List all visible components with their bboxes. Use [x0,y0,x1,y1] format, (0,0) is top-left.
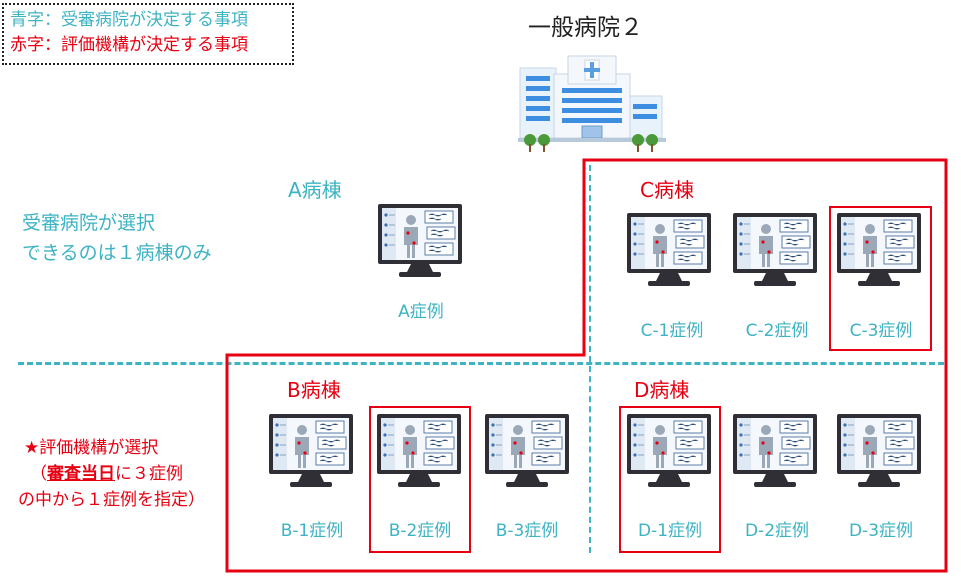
case-b1-label: B-1症例 [280,521,344,541]
hospital-choice-note-line1: 受審病院が選択 [22,212,156,234]
case-a-label: A症例 [398,302,444,322]
monitor-c1-icon [626,212,712,288]
selection-box-c3 [829,206,932,351]
monitor-c3-icon [836,212,922,288]
monitor-d2-icon [732,413,818,489]
evaluator-note-line1: ★評価機構が選択 [24,438,159,458]
ward-c-title: C病棟 [640,178,694,202]
monitor-b3-icon [484,413,570,489]
vertical-divider [589,165,591,553]
ward-d-title: D病棟 [634,378,690,402]
selection-box-b2 [369,406,471,553]
case-c3-label: C-3症例 [849,321,913,341]
case-b2-label: B-2症例 [388,521,452,541]
evaluator-note-line3: の中から１症例を指定） [18,490,205,510]
horizontal-divider [18,362,944,365]
case-d2-label: D-2症例 [744,521,810,541]
exam-day-emphasis: 審査当日 [47,464,115,484]
ward-b-title: B病棟 [287,378,341,402]
hospital-choice-note-line2: できるのは１病棟のみ [22,242,212,264]
monitor-d1-icon [626,413,712,489]
monitor-a-icon [377,203,463,279]
ward-a-title: A病棟 [288,178,342,202]
legend-red-text: 赤字：評価機構が決定する事項 [10,35,248,55]
legend-box [2,3,294,65]
monitor-c2-icon [732,212,818,288]
case-d1-label: D-1症例 [637,521,703,541]
case-d3-label: D-3症例 [848,521,914,541]
monitor-b1-icon [268,413,354,489]
case-b3-label: B-3症例 [495,521,559,541]
monitor-d3-icon [836,413,922,489]
hospital-building-icon [518,55,666,152]
page-title: 一般病院２ [528,15,643,41]
selection-box-d1 [619,406,721,553]
evaluator-note-line2: （審査当日に３症例 [30,464,183,484]
legend-blue-text: 青字：受審病院が決定する事項 [10,10,248,30]
case-c2-label: C-2症例 [745,321,809,341]
monitor-b2-icon [376,413,462,489]
case-c1-label: C-1症例 [640,321,704,341]
